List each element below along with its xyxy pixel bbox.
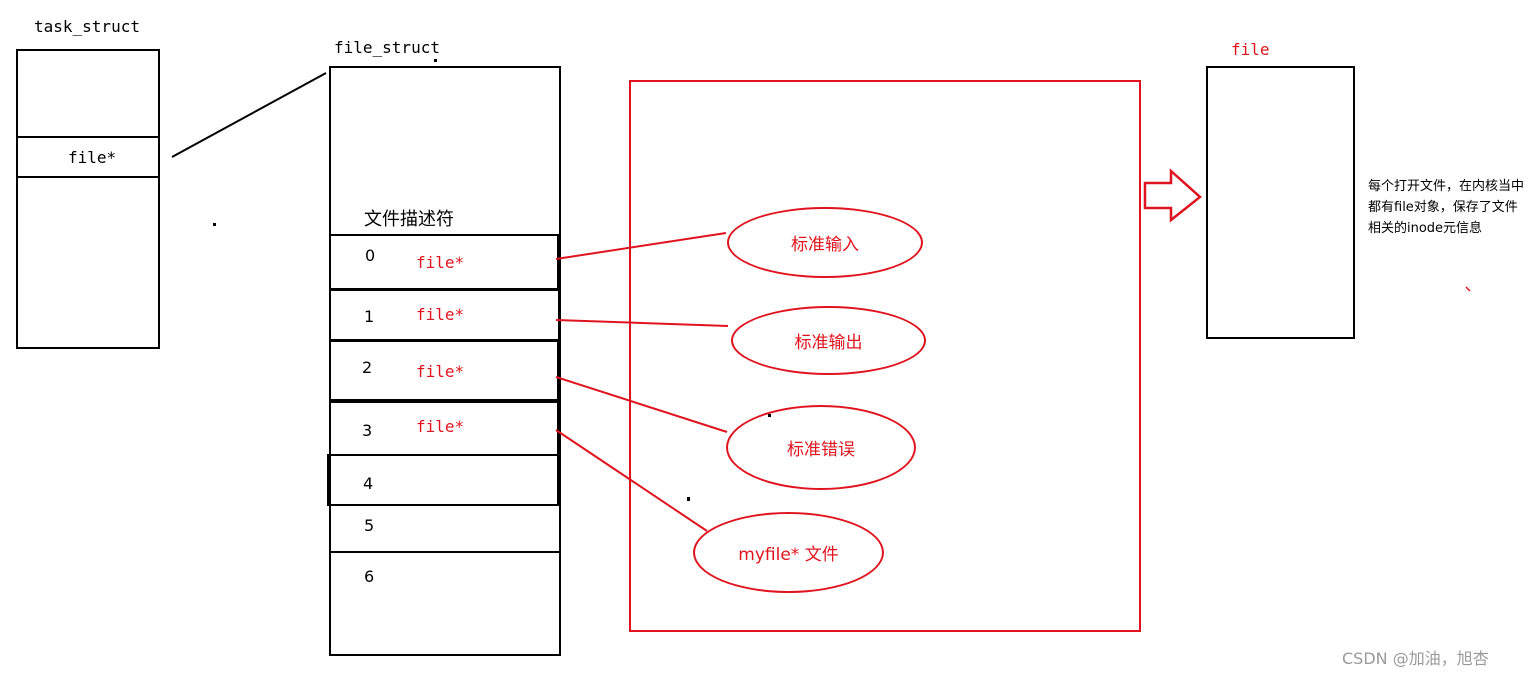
fd0-to-stdin-line bbox=[555, 232, 727, 260]
fd3-to-myfile-line bbox=[555, 429, 708, 532]
fd-index-5: 5 bbox=[364, 516, 375, 535]
fd-index-3: 3 bbox=[362, 421, 373, 440]
file-object-title: file bbox=[1231, 40, 1270, 59]
task-to-file-struct-line bbox=[171, 72, 327, 158]
stray-dot bbox=[687, 497, 690, 501]
task-struct-divider-bottom bbox=[16, 176, 160, 178]
stderr-ellipse: 标准错误 bbox=[726, 405, 916, 490]
fd-index-1: 1 bbox=[364, 307, 375, 326]
myfile-ellipse: myfile* 文件 bbox=[693, 512, 884, 593]
watermark: CSDN @加油，旭杏 bbox=[1342, 649, 1489, 668]
fd-index-0: 0 bbox=[365, 246, 376, 265]
stray-dot bbox=[434, 59, 437, 62]
fd-row-5 bbox=[329, 504, 561, 553]
fd-ptr-3: file* bbox=[416, 417, 465, 436]
fd-index-2: 2 bbox=[362, 358, 373, 377]
fd-index-6: 6 bbox=[364, 567, 375, 586]
task-struct-file-ptr: file* bbox=[68, 148, 117, 167]
stdout-ellipse: 标准输出 bbox=[731, 306, 926, 375]
fd2-to-stderr-line bbox=[555, 376, 728, 433]
task-struct-title: task_struct bbox=[34, 17, 140, 36]
file-struct-title: file_struct bbox=[334, 38, 440, 57]
fd-index-4: 4 bbox=[363, 474, 374, 493]
fd-ptr-2: file* bbox=[416, 362, 465, 381]
file-object-note: 每个打开文件，在内核当中都有file对象，保存了文件相关的inode元信息 bbox=[1368, 179, 1525, 236]
fd-row-2 bbox=[329, 340, 559, 401]
file-object-box bbox=[1206, 66, 1355, 339]
stray-mark bbox=[1465, 286, 1471, 292]
stray-dot bbox=[213, 223, 216, 226]
task-struct-box bbox=[16, 49, 160, 349]
task-struct-divider-top bbox=[16, 136, 160, 138]
fd-header: 文件描述符 bbox=[364, 209, 454, 230]
fd-ptr-0: file* bbox=[416, 253, 465, 272]
kernel-file-region bbox=[629, 80, 1141, 632]
fd1-to-stdout-line bbox=[555, 319, 729, 327]
stdin-ellipse: 标准输入 bbox=[727, 207, 923, 278]
arrow-right-icon bbox=[1143, 168, 1202, 223]
fd-ptr-1: file* bbox=[416, 305, 465, 324]
stray-dot bbox=[768, 414, 771, 417]
